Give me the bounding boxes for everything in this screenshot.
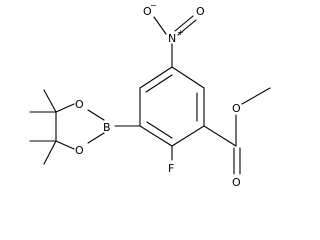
bond-ring-carbonyl <box>203 125 237 147</box>
nitro-o-left-charge: − <box>150 1 157 10</box>
bond-o-methyl <box>241 87 271 105</box>
nitro-group: N + O − O <box>143 1 205 68</box>
ester-o-single-label: O <box>232 102 241 115</box>
pinacol-boronate-group: B O O <box>29 89 141 165</box>
fluoro-group: F <box>168 145 174 175</box>
ring-double-c4-c5 <box>146 121 173 139</box>
bond-n-o-right-1 <box>177 19 197 36</box>
bond-o-top-c <box>55 103 75 113</box>
boron-label: B <box>103 121 111 134</box>
bond-b-o-bottom <box>87 132 105 144</box>
structure-diagram: N + O − O O O F B O O <box>29 1 271 189</box>
ring-o-bottom-label: O <box>75 144 84 157</box>
ring-bond-c4-c5 <box>139 125 173 147</box>
ring-bond-c3-c4 <box>171 125 205 147</box>
methyl-ester-group: O O <box>203 87 271 189</box>
nitro-o-right-label: O <box>196 5 205 18</box>
bond-n-o-left <box>153 16 167 35</box>
bond-methyl-1 <box>43 89 57 113</box>
ring-bond-c1-c2 <box>171 66 205 89</box>
ring-o-top-label: O <box>75 98 84 111</box>
benzene-ring <box>139 66 205 147</box>
bond-n-o-right-2 <box>174 15 194 32</box>
ester-o-double-label: O <box>232 176 241 189</box>
nitro-o-left-label: O <box>143 5 152 18</box>
fluorine-label: F <box>168 162 174 175</box>
bond-o-bottom-c <box>55 140 75 150</box>
ring-bond-c6-c1 <box>139 66 173 89</box>
ring-double-c6-c1 <box>145 74 173 93</box>
bond-b-o-top <box>87 109 105 121</box>
bond-methyl-4 <box>43 140 57 165</box>
nitro-n-charge: + <box>177 28 184 37</box>
nitro-n-label: N <box>168 32 176 45</box>
